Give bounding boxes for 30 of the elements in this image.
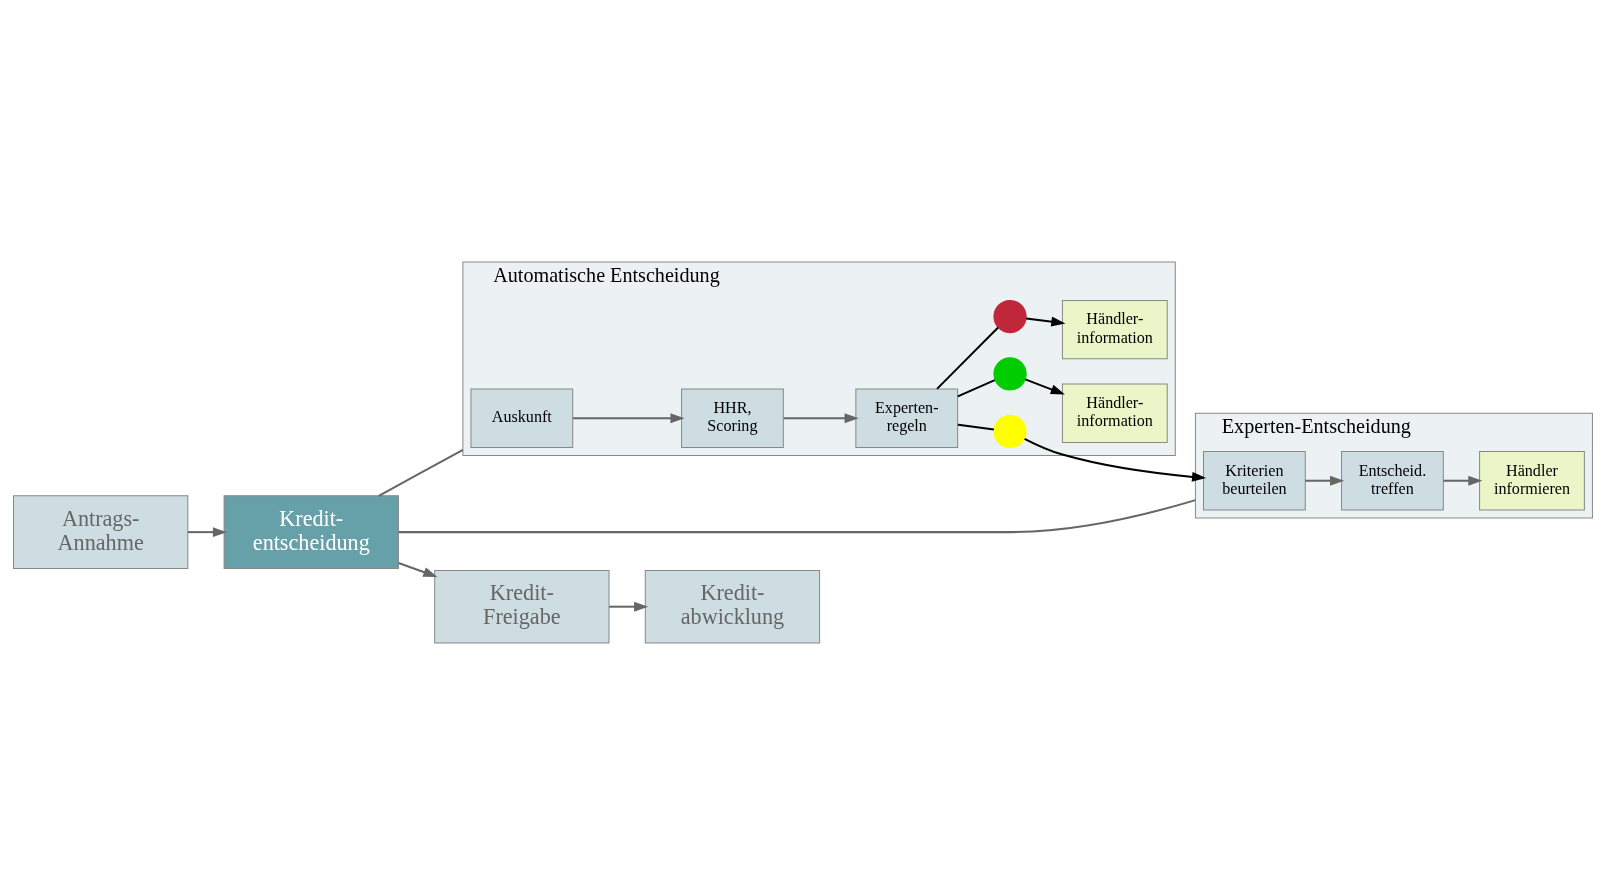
node-box: Händler- information	[1061, 383, 1168, 443]
arrow	[783, 412, 859, 423]
node-circle	[993, 356, 1027, 391]
node-box: HHR, Scoring	[681, 388, 784, 448]
node-circle	[993, 299, 1027, 333]
connector	[957, 378, 996, 397]
node-box: Kredit- Freigabe	[434, 569, 610, 643]
node-box: Experten- regeln	[855, 388, 959, 448]
node-box: Kredit- abwicklung	[644, 569, 821, 643]
node-circle	[993, 414, 1027, 448]
node-box: Kriterien beurteilen	[1203, 450, 1306, 510]
node-box: Händler- information	[1061, 299, 1168, 359]
node-box: Antrags- Annahme	[13, 494, 189, 569]
arrow	[1024, 437, 1207, 482]
node-box: Entscheid. treffen	[1341, 450, 1444, 510]
arrow	[188, 526, 228, 537]
arrow	[572, 412, 685, 423]
arrow	[1443, 475, 1483, 486]
arrow	[609, 601, 649, 612]
arrow	[1024, 377, 1065, 395]
connector	[378, 448, 464, 497]
connector	[398, 498, 1196, 533]
node-box: Auskunft	[470, 388, 574, 448]
node-box: Kredit- entscheidung	[223, 494, 399, 569]
arrow	[1026, 316, 1066, 327]
arrow	[1305, 475, 1345, 486]
connector	[957, 423, 994, 430]
connector	[936, 326, 999, 390]
node-box: Händler informieren	[1479, 450, 1585, 510]
arrow	[398, 561, 438, 577]
